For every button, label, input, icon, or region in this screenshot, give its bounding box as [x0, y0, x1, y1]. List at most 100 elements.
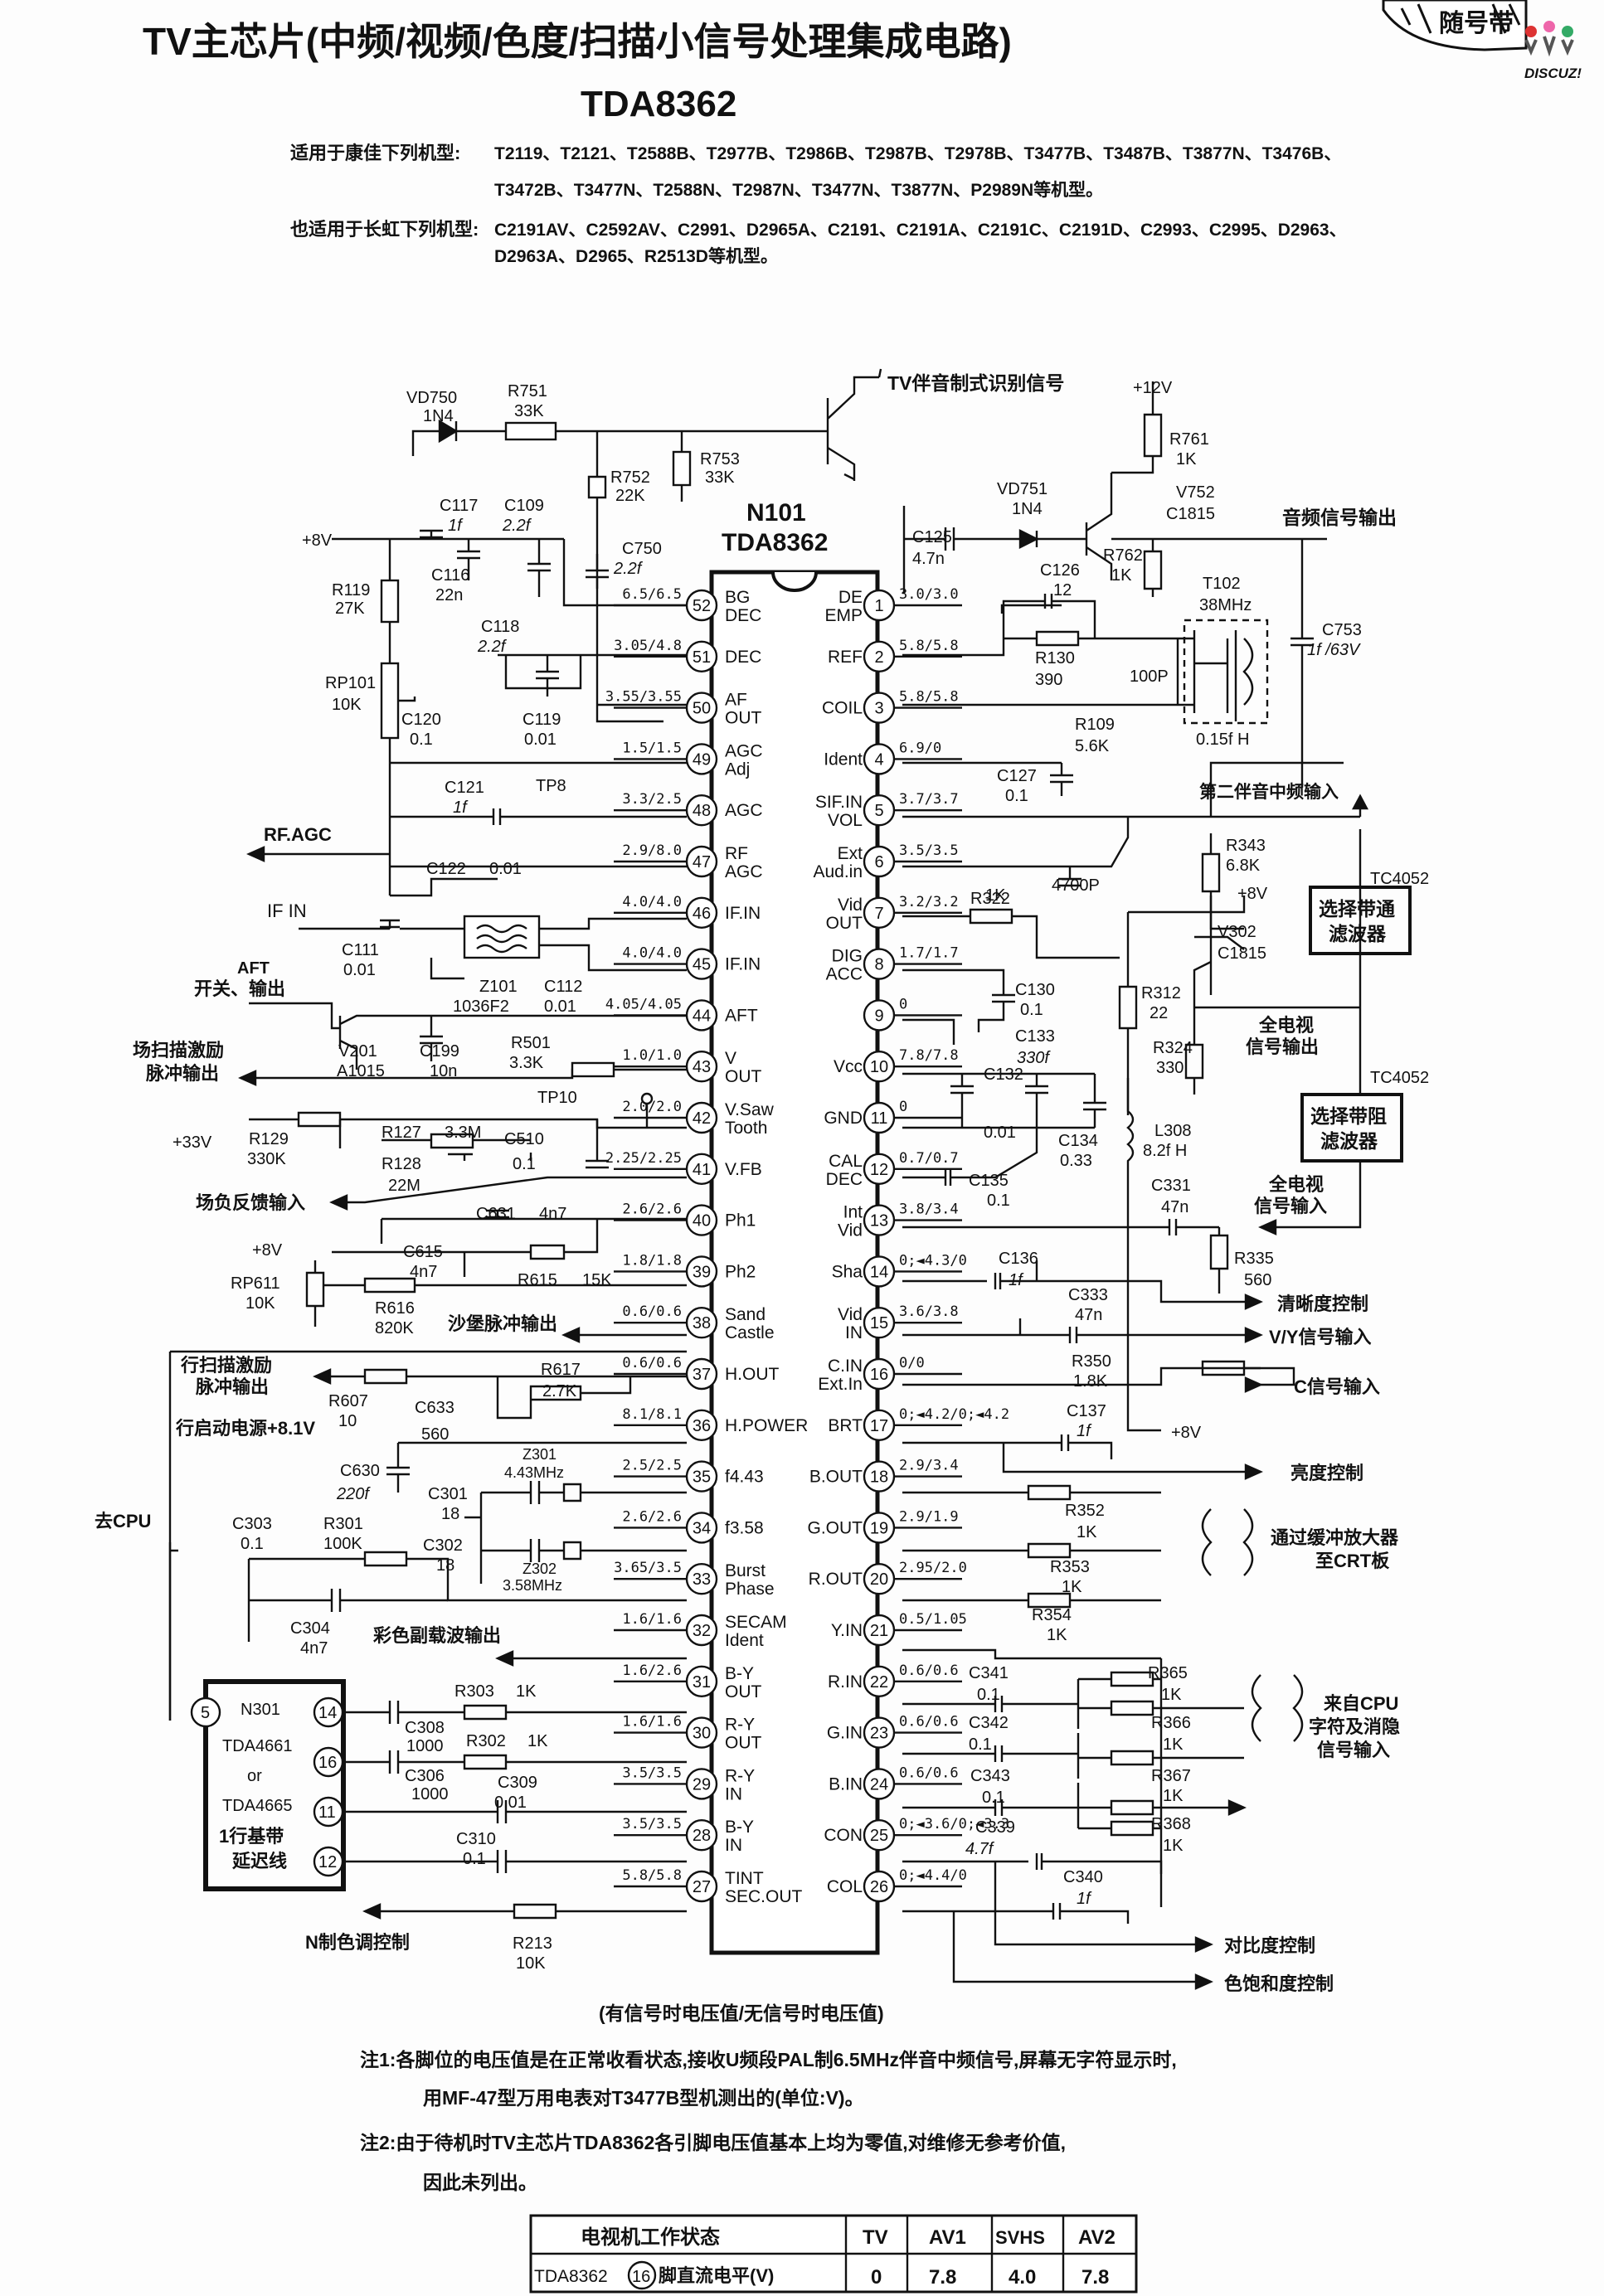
pin-circle: [685, 1306, 718, 1339]
pin-number: 19: [870, 1519, 888, 1537]
svg-text:+8V: +8V: [302, 532, 333, 550]
pin-number: 7: [874, 905, 883, 923]
svg-text:14: 14: [318, 1704, 337, 1722]
svg-text:场扫描激励: 场扫描激励: [133, 1040, 224, 1061]
pin-number: 5: [874, 802, 883, 820]
svg-text:0.1: 0.1: [463, 1850, 486, 1868]
pin-name-2: EMP: [824, 606, 863, 625]
svg-text:4.43MHz: 4.43MHz: [504, 1464, 564, 1481]
svg-text:R109: R109: [1075, 716, 1115, 734]
pin-circle: [863, 1255, 896, 1288]
pin-number: 4: [874, 750, 883, 769]
pin-voltage: 0.6/0.6: [899, 1714, 959, 1730]
pin-number: 38: [693, 1314, 711, 1332]
pin-circle: [685, 794, 718, 827]
svg-text:C132: C132: [984, 1065, 1023, 1084]
pin-number: 8: [874, 956, 883, 974]
pin-name-2: Vid: [838, 1221, 863, 1240]
pin-35: 352.5/2.5f4.43: [614, 1458, 764, 1493]
svg-text:C306: C306: [405, 1767, 445, 1785]
pin-voltage: 4.05/4.05: [605, 996, 682, 1012]
pin-voltage: 3.8/3.4: [899, 1201, 959, 1218]
pin-name-2: OUT: [725, 1682, 762, 1701]
pin-name: Ext: [838, 844, 863, 863]
svg-text:Z101: Z101: [479, 978, 518, 996]
svg-text:L308: L308: [1154, 1122, 1192, 1140]
pin-number: 2: [874, 648, 883, 667]
pin-voltage: 4.0/4.0: [622, 945, 682, 962]
svg-text:+8V: +8V: [252, 1241, 283, 1260]
pin-name: Ph1: [725, 1211, 756, 1231]
svg-text:开关、输出: 开关、输出: [194, 978, 285, 999]
svg-text:0.1: 0.1: [513, 1155, 536, 1173]
svg-text:C631: C631: [476, 1205, 516, 1223]
pin-name: f3.58: [725, 1518, 764, 1537]
pin-number: 45: [693, 956, 711, 974]
pin-name: B-Y: [725, 1818, 754, 1837]
note-2a: 注2:由于待机时TV主芯片TDA8362各引脚电压值基本上均为零值,对维修无参考…: [360, 2132, 1066, 2153]
pin-name-2: OUT: [725, 1734, 762, 1753]
pin-circle: [863, 1716, 896, 1749]
pin-18: 182.9/3.4B.OUT: [809, 1458, 962, 1493]
pin-circle: [863, 1562, 896, 1595]
svg-text:TV伴音制式识别信号: TV伴音制式识别信号: [887, 372, 1064, 394]
pin-name: Vid: [838, 896, 863, 915]
svg-text:1f: 1f: [1009, 1271, 1024, 1289]
pin-voltage: 0;◄4.4/0: [899, 1867, 967, 1884]
svg-text:4n7: 4n7: [410, 1263, 437, 1281]
svg-text:C302: C302: [423, 1536, 463, 1555]
pin-name-2: IN: [725, 1784, 742, 1803]
svg-text:2.2f: 2.2f: [613, 560, 644, 578]
svg-text:C339: C339: [975, 1818, 1015, 1837]
pin-name: RF: [725, 844, 748, 863]
svg-text:1N4: 1N4: [423, 407, 454, 425]
svg-text:10K: 10K: [245, 1294, 275, 1313]
pin-voltage: 1.6/2.6: [622, 1663, 682, 1679]
pin-voltage: 5.8/5.8: [899, 638, 959, 654]
pin-circle: [863, 1665, 896, 1698]
pin-name: DEC: [725, 648, 761, 667]
svg-text:脉冲输出: 脉冲输出: [195, 1376, 269, 1397]
svg-text:100K: 100K: [323, 1535, 362, 1553]
svg-text:27K: 27K: [335, 599, 365, 618]
pin-34: 342.6/2.6f3.58: [614, 1508, 764, 1544]
svg-text:220f: 220f: [336, 1485, 371, 1503]
svg-text:全电视: 全电视: [1258, 1015, 1314, 1036]
pin-number: 25: [870, 1827, 888, 1845]
svg-text:C127: C127: [997, 767, 1037, 785]
pin-name: COIL: [822, 699, 863, 718]
table-cell-svhs: 4.0: [1009, 2266, 1036, 2289]
pin-circle: [685, 948, 718, 980]
chip-ref: N101: [746, 499, 806, 527]
svg-text:+12V: +12V: [1133, 379, 1173, 397]
svg-text:1N4: 1N4: [1012, 500, 1043, 518]
pins-right: 13.0/3.0DEEMP25.8/5.8REF35.8/5.8COIL46.9…: [808, 586, 1009, 1903]
pin-number: 28: [693, 1827, 711, 1845]
pin-number: 9: [874, 1007, 883, 1025]
note-1a: 注1:各脚位的电压值是在正常收看状态,接收U频段PAL制6.5MHz伴音中频信号…: [360, 2049, 1177, 2070]
svg-text:1K: 1K: [1163, 1837, 1184, 1855]
svg-text:330K: 330K: [247, 1150, 286, 1168]
pin-number: 40: [693, 1212, 711, 1231]
pin-name: V.FB: [725, 1160, 762, 1179]
pin-name: Ph2: [725, 1262, 756, 1281]
svg-text:R324: R324: [1153, 1039, 1193, 1057]
pin-22: 220.6/0.6R.IN: [828, 1663, 962, 1698]
pin-name: Y.IN: [831, 1621, 863, 1640]
svg-text:滤波器: 滤波器: [1329, 923, 1387, 944]
pin-name: SECAM: [725, 1613, 787, 1632]
svg-text:R352: R352: [1065, 1502, 1105, 1520]
svg-text:至CRT板: 至CRT板: [1315, 1551, 1390, 1571]
pin-name-2: ACC: [826, 965, 863, 984]
pin-circle: [863, 1768, 896, 1800]
svg-text:16: 16: [318, 1754, 337, 1772]
pin-name: G.OUT: [808, 1518, 863, 1537]
pin-circle: [685, 692, 718, 724]
svg-text:18: 18: [441, 1505, 459, 1523]
pin-voltage: 0/0: [899, 1355, 925, 1371]
